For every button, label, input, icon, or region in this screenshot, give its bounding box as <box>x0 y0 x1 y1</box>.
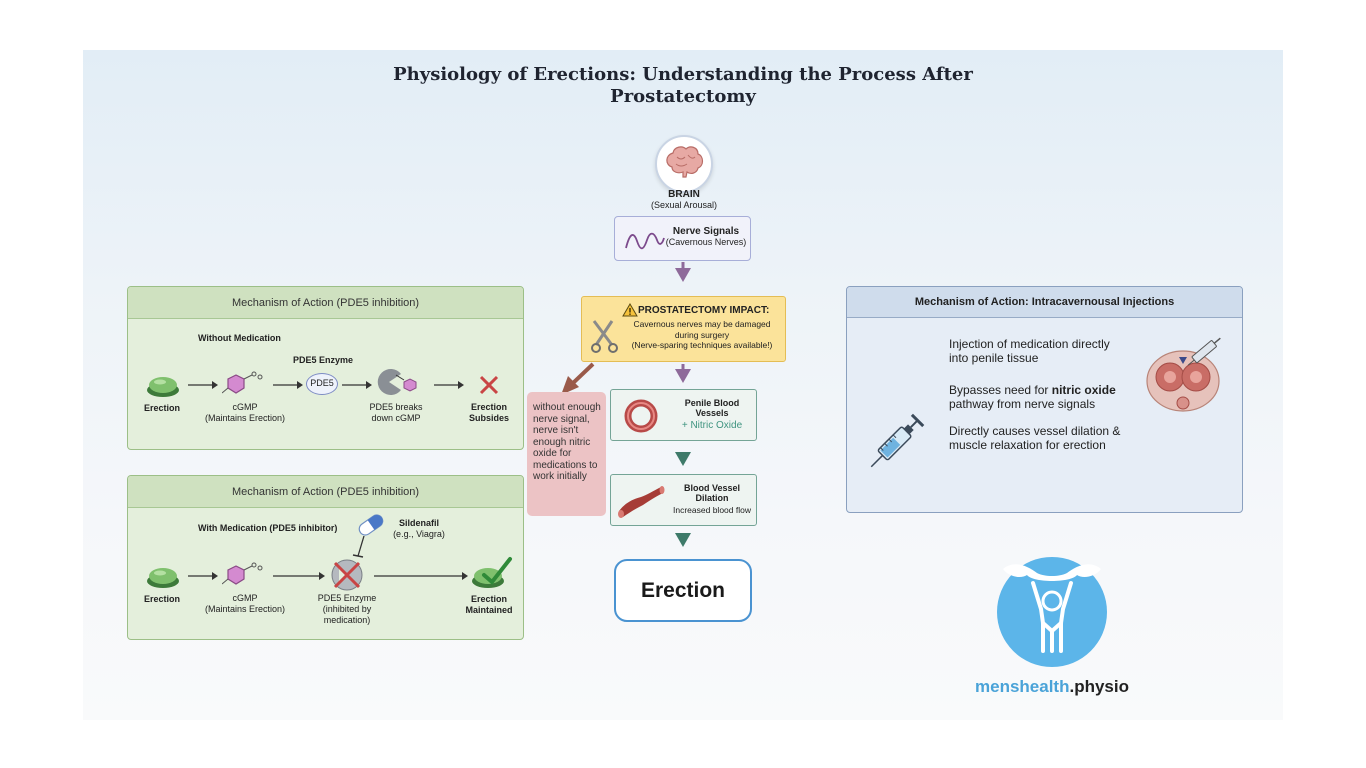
vessel-dilation-title: Blood Vessel Dilation <box>683 483 741 503</box>
page-title: Physiology of Erections: Understanding t… <box>393 64 973 107</box>
nerve-signals-text: Nerve Signals (Cavernous Nerves) <box>663 226 749 248</box>
injection-point-1: Injection of medication directly into pe… <box>949 337 1110 365</box>
inhibit-line-icon <box>352 536 365 558</box>
nitric-oxide-label: + Nitric Oxide <box>681 420 743 431</box>
vessel-dilation-text: Blood Vessel Dilation Increased blood fl… <box>669 483 755 515</box>
panel-with-header: Mechanism of Action (PDE5 inhibition) <box>128 476 523 508</box>
inhibited-enzyme-label: PDE5 Enzyme (inhibited by medication) <box>317 593 377 625</box>
brain-label: BRAIN (Sexual Arousal) <box>623 189 745 211</box>
penile-vessels-box: Penile Blood Vessels + Nitric Oxide <box>610 389 757 441</box>
scissors-icon <box>591 320 618 353</box>
arrow-to-impact <box>675 262 691 282</box>
dilated-vessel-icon <box>618 486 665 518</box>
penile-vessels-text: Penile Blood Vessels + Nitric Oxide <box>669 398 755 431</box>
without-cgmp-sub: (Maintains Erection) <box>204 413 286 423</box>
arrow-to-erection <box>675 533 691 547</box>
erection-subsides-label: Erection Subsides <box>468 402 509 423</box>
arrow-right-icon <box>273 572 325 580</box>
brain-circle <box>655 135 713 193</box>
nitric-oxide-term: nitric oxide <box>1051 383 1116 397</box>
without-subtitle: Without Medication <box>198 333 281 343</box>
injection-point-2: Bypasses need for nitric oxide pathway f… <box>949 383 1129 411</box>
cgmp-molecule-icon <box>222 562 263 585</box>
arrow-to-side-note <box>561 362 595 395</box>
prostatectomy-impact-box: PROSTATECTOMY IMPACT: Cavernous nerves m… <box>581 296 786 362</box>
syringe-icon <box>870 413 925 468</box>
with-cgmp-name: cGMP <box>232 593 258 603</box>
with-subtitle: With Medication (PDE5 inhibitor) <box>198 523 338 533</box>
pde5-enzyme-label: PDE5 Enzyme <box>292 355 354 365</box>
erection-maintained-label: Erection Maintained <box>465 594 513 615</box>
panel-with-medication: Mechanism of Action (PDE5 inhibition) Wi… <box>127 475 524 640</box>
flow-arrows <box>561 262 691 547</box>
side-note-box: without enough nerve signal, nerve isn't… <box>527 392 606 516</box>
button-check-icon <box>472 557 512 588</box>
panel-without-medication: Mechanism of Action (PDE5 inhibition) Wi… <box>127 286 524 450</box>
pde5-breaks-label: PDE5 breaks down cGMP <box>369 402 423 423</box>
vessel-dilation-box: Blood Vessel Dilation Increased blood fl… <box>610 474 757 526</box>
impact-line-1: Cavernous nerves may be damaged <box>633 319 771 329</box>
infographic-canvas: Physiology of Erections: Understanding t… <box>83 50 1283 720</box>
panel-injections-header: Mechanism of Action: Intracavernousal In… <box>847 287 1242 318</box>
penile-vessels-title: Penile Blood Vessels <box>684 398 740 418</box>
injection-point-2-pre: Bypasses need for <box>949 383 1052 397</box>
button-green-icon <box>147 377 179 397</box>
impact-body: Cavernous nerves may be damaged during s… <box>626 319 778 351</box>
pacman-enzyme-icon <box>377 369 417 395</box>
nerve-signals-subtitle: (Cavernous Nerves) <box>665 237 747 247</box>
nerve-signals-title: Nerve Signals <box>672 226 740 237</box>
red-x-icon <box>479 375 499 395</box>
pde5-tag: PDE5 <box>306 373 338 395</box>
arrow-right-icon <box>434 381 464 389</box>
sildenafil-label: Sildenafil (e.g., Viagra) <box>384 518 454 540</box>
arrow-to-vessels <box>675 364 691 383</box>
warning-icon <box>622 303 638 317</box>
nerve-wave-icon <box>625 232 665 250</box>
brain-subtitle: (Sexual Arousal) <box>650 200 718 210</box>
person-lifting-icon <box>1003 564 1101 653</box>
logo-text: menshealth.physio <box>945 677 1159 697</box>
brain-icon <box>666 146 704 178</box>
sildenafil-example: (e.g., Viagra) <box>393 529 445 539</box>
impact-heading: PROSTATECTOMY IMPACT: <box>638 305 770 316</box>
panel-without-header: Mechanism of Action (PDE5 inhibition) <box>128 287 523 319</box>
without-cgmp-label: cGMP (Maintains Erection) <box>200 402 290 424</box>
injection-point-2-post: pathway from nerve signals <box>949 397 1096 411</box>
impact-line-2: during surgery <box>674 329 730 340</box>
logo-text-primary: menshealth <box>975 677 1070 696</box>
with-erection-label: Erection <box>143 594 180 604</box>
pill-icon <box>358 514 384 536</box>
erection-result-box: Erection <box>614 559 752 622</box>
with-cgmp-sub: (Maintains Erection) <box>204 604 286 614</box>
button-green-icon <box>147 568 179 588</box>
without-cgmp-name: cGMP <box>232 402 258 412</box>
brain-title: BRAIN <box>668 189 700 200</box>
arrow-right-icon <box>342 381 372 389</box>
penile-cross-section-icon <box>1146 337 1221 412</box>
logo-circle <box>997 557 1107 667</box>
arrow-right-icon <box>374 572 468 580</box>
vessel-dilation-subtitle: Increased blood flow <box>673 505 751 515</box>
arrow-to-dilation <box>675 452 691 466</box>
sildenafil-name: Sildenafil <box>398 518 439 528</box>
injection-point-3: Directly causes vessel dilation & muscle… <box>949 424 1121 452</box>
nerve-signals-box: Nerve Signals (Cavernous Nerves) <box>614 216 751 261</box>
arrow-right-icon <box>188 381 218 389</box>
arrow-right-icon <box>273 381 303 389</box>
inhibited-enzyme-icon <box>331 559 363 591</box>
vessel-ring-icon <box>624 399 658 433</box>
with-cgmp-label: cGMP (Maintains Erection) <box>200 593 290 615</box>
cgmp-molecule-icon <box>222 371 263 394</box>
logo-text-suffix: .physio <box>1069 677 1129 696</box>
panel-injections: Mechanism of Action: Intracavernousal In… <box>846 286 1243 513</box>
without-erection-label: Erection <box>143 403 180 413</box>
arrow-right-icon <box>188 572 218 580</box>
impact-line-3: (Nerve-sparing techniques available!) <box>631 340 773 350</box>
